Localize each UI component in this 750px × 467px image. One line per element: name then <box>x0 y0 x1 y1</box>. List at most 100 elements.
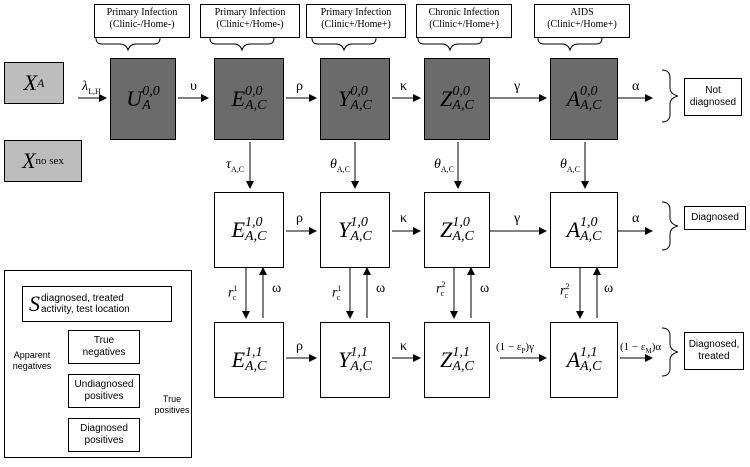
node-sub: A,C <box>580 98 602 113</box>
header-line1: AIDS <box>570 7 594 18</box>
node-letter: Y <box>338 347 351 372</box>
header-line1: Primary Infection <box>214 7 286 18</box>
header-primary-infection-clinic-pos-home-pos: Primary Infection (Clinic+/Home+) <box>306 4 406 38</box>
rate-omega-e: ω <box>272 281 282 296</box>
legend-s-sup: diagnosed, treated <box>41 293 124 304</box>
header-chronic-infection: Chronic Infection (Clinic+/Home+) <box>416 4 512 38</box>
rate-sub: A,C <box>566 164 581 174</box>
node-letter: X <box>23 70 38 95</box>
header-line2: (Clinic+/Home+) <box>547 19 617 30</box>
node-sub: A,C <box>350 98 372 113</box>
rate-sup: 1 <box>337 284 342 293</box>
rate-gamma: γ <box>514 79 521 94</box>
node-sub: A,C <box>580 229 602 244</box>
rate-alpha: α <box>632 211 640 226</box>
rate-sub: L,H <box>88 86 101 96</box>
header-aids: AIDS (Clinic+/Home+) <box>534 4 630 38</box>
rate-sup: 2 <box>565 282 570 291</box>
rate-lambda: λL,H <box>82 80 101 99</box>
node-sup: 0,0 <box>245 84 263 99</box>
node-sub: A <box>37 75 45 90</box>
rate-rho: ρ <box>296 339 303 354</box>
header-primary-infection-clinic-neg-home-neg: Primary Infection (Clinic-/Home-) <box>94 4 190 38</box>
node-sub: A,C <box>245 229 267 244</box>
node-letter: A <box>566 217 581 242</box>
node-sup: 0,0 <box>452 84 470 99</box>
legend-apparent-negatives: Apparent negatives <box>12 350 52 371</box>
header-line1: Primary Infection <box>106 7 178 18</box>
rate-omega-y: ω <box>376 281 386 296</box>
node-sub: no sex <box>35 155 64 167</box>
node-sub: A,C <box>350 229 372 244</box>
header-line1: Primary Infection <box>320 7 392 18</box>
rate-symbol: θ <box>330 157 337 172</box>
rate-gamma: γ <box>514 211 521 226</box>
rate-gamma-treated: (1 − εP)γ <box>496 340 534 358</box>
rate-symbol: θ <box>560 157 567 172</box>
node-sub: A,C <box>580 359 602 374</box>
rate-prefix: (1 − ε <box>496 341 522 353</box>
rate-r-c-2-z: r2c <box>436 278 446 301</box>
rate-upsilon: υ <box>190 79 197 94</box>
rate-alpha-treated: (1 − εM)α <box>620 340 661 358</box>
outcome-not-diagnosed: Not diagnosed <box>684 78 742 116</box>
rate-r-c-1-e: r1c <box>228 282 237 305</box>
node-letter: A <box>566 347 581 372</box>
rate-symbol: θ <box>434 157 441 172</box>
legend-true-positives: True positives <box>154 394 190 415</box>
rate-rho: ρ <box>296 211 303 226</box>
node-sup: 1,1 <box>452 345 470 360</box>
rate-theta-a: θA,C <box>560 158 580 177</box>
node-letter: Y <box>338 217 351 242</box>
rate-sub: M <box>645 347 652 356</box>
rate-symbol: r <box>332 285 338 301</box>
header-line2: (Clinic+/Home+) <box>429 19 499 30</box>
rate-tau: τA,C <box>226 158 244 177</box>
rate-sub: P <box>521 347 526 356</box>
node-sub: A,C <box>245 359 267 374</box>
legend-true-negatives: True negatives <box>68 330 140 364</box>
node-sup: 1,0 <box>452 215 470 230</box>
node-sup: 1,0 <box>350 215 368 230</box>
node-sub: A,C <box>350 359 372 374</box>
rate-kappa: κ <box>400 339 408 354</box>
legend-undiagnosed-positives: Undiagnosed positives <box>68 374 140 408</box>
node-letter: Z <box>440 347 453 372</box>
rate-sub: A,C <box>336 164 351 174</box>
rate-rho: ρ <box>296 79 303 94</box>
node-sup: 0,0 <box>580 84 598 99</box>
rate-kappa: κ <box>400 79 408 94</box>
rate-r-c-2-a: r2c <box>560 280 570 303</box>
rate-sub: c <box>564 291 569 301</box>
node-letter: X <box>22 148 36 173</box>
node-sup: 0,0 <box>142 84 160 99</box>
rate-prefix: (1 − ε <box>620 341 646 353</box>
node-sup: 1,1 <box>350 345 368 360</box>
header-line1: Chronic Infection <box>428 7 500 18</box>
node-sup: 1,1 <box>245 345 263 360</box>
node-letter: U <box>126 86 143 111</box>
rate-symbol: r <box>560 283 566 299</box>
rate-sub: c <box>232 293 237 303</box>
header-line2: (Clinic+/Home+) <box>321 19 391 30</box>
node-letter: Z <box>440 86 453 111</box>
node-letter: E <box>231 86 246 111</box>
rate-sub: A,C <box>440 164 455 174</box>
rate-kappa: κ <box>400 211 408 226</box>
outcome-diagnosed-treated: Diagnosed, treated <box>684 332 744 370</box>
rate-r-c-1-y: r1c <box>332 282 342 305</box>
rate-sup: 2 <box>441 280 446 289</box>
legend-diagnosed-positives: Diagnosed positives <box>68 418 140 452</box>
node-sub: A,C <box>452 359 474 374</box>
rate-suffix: )γ <box>525 341 534 353</box>
node-letter: Z <box>440 217 453 242</box>
